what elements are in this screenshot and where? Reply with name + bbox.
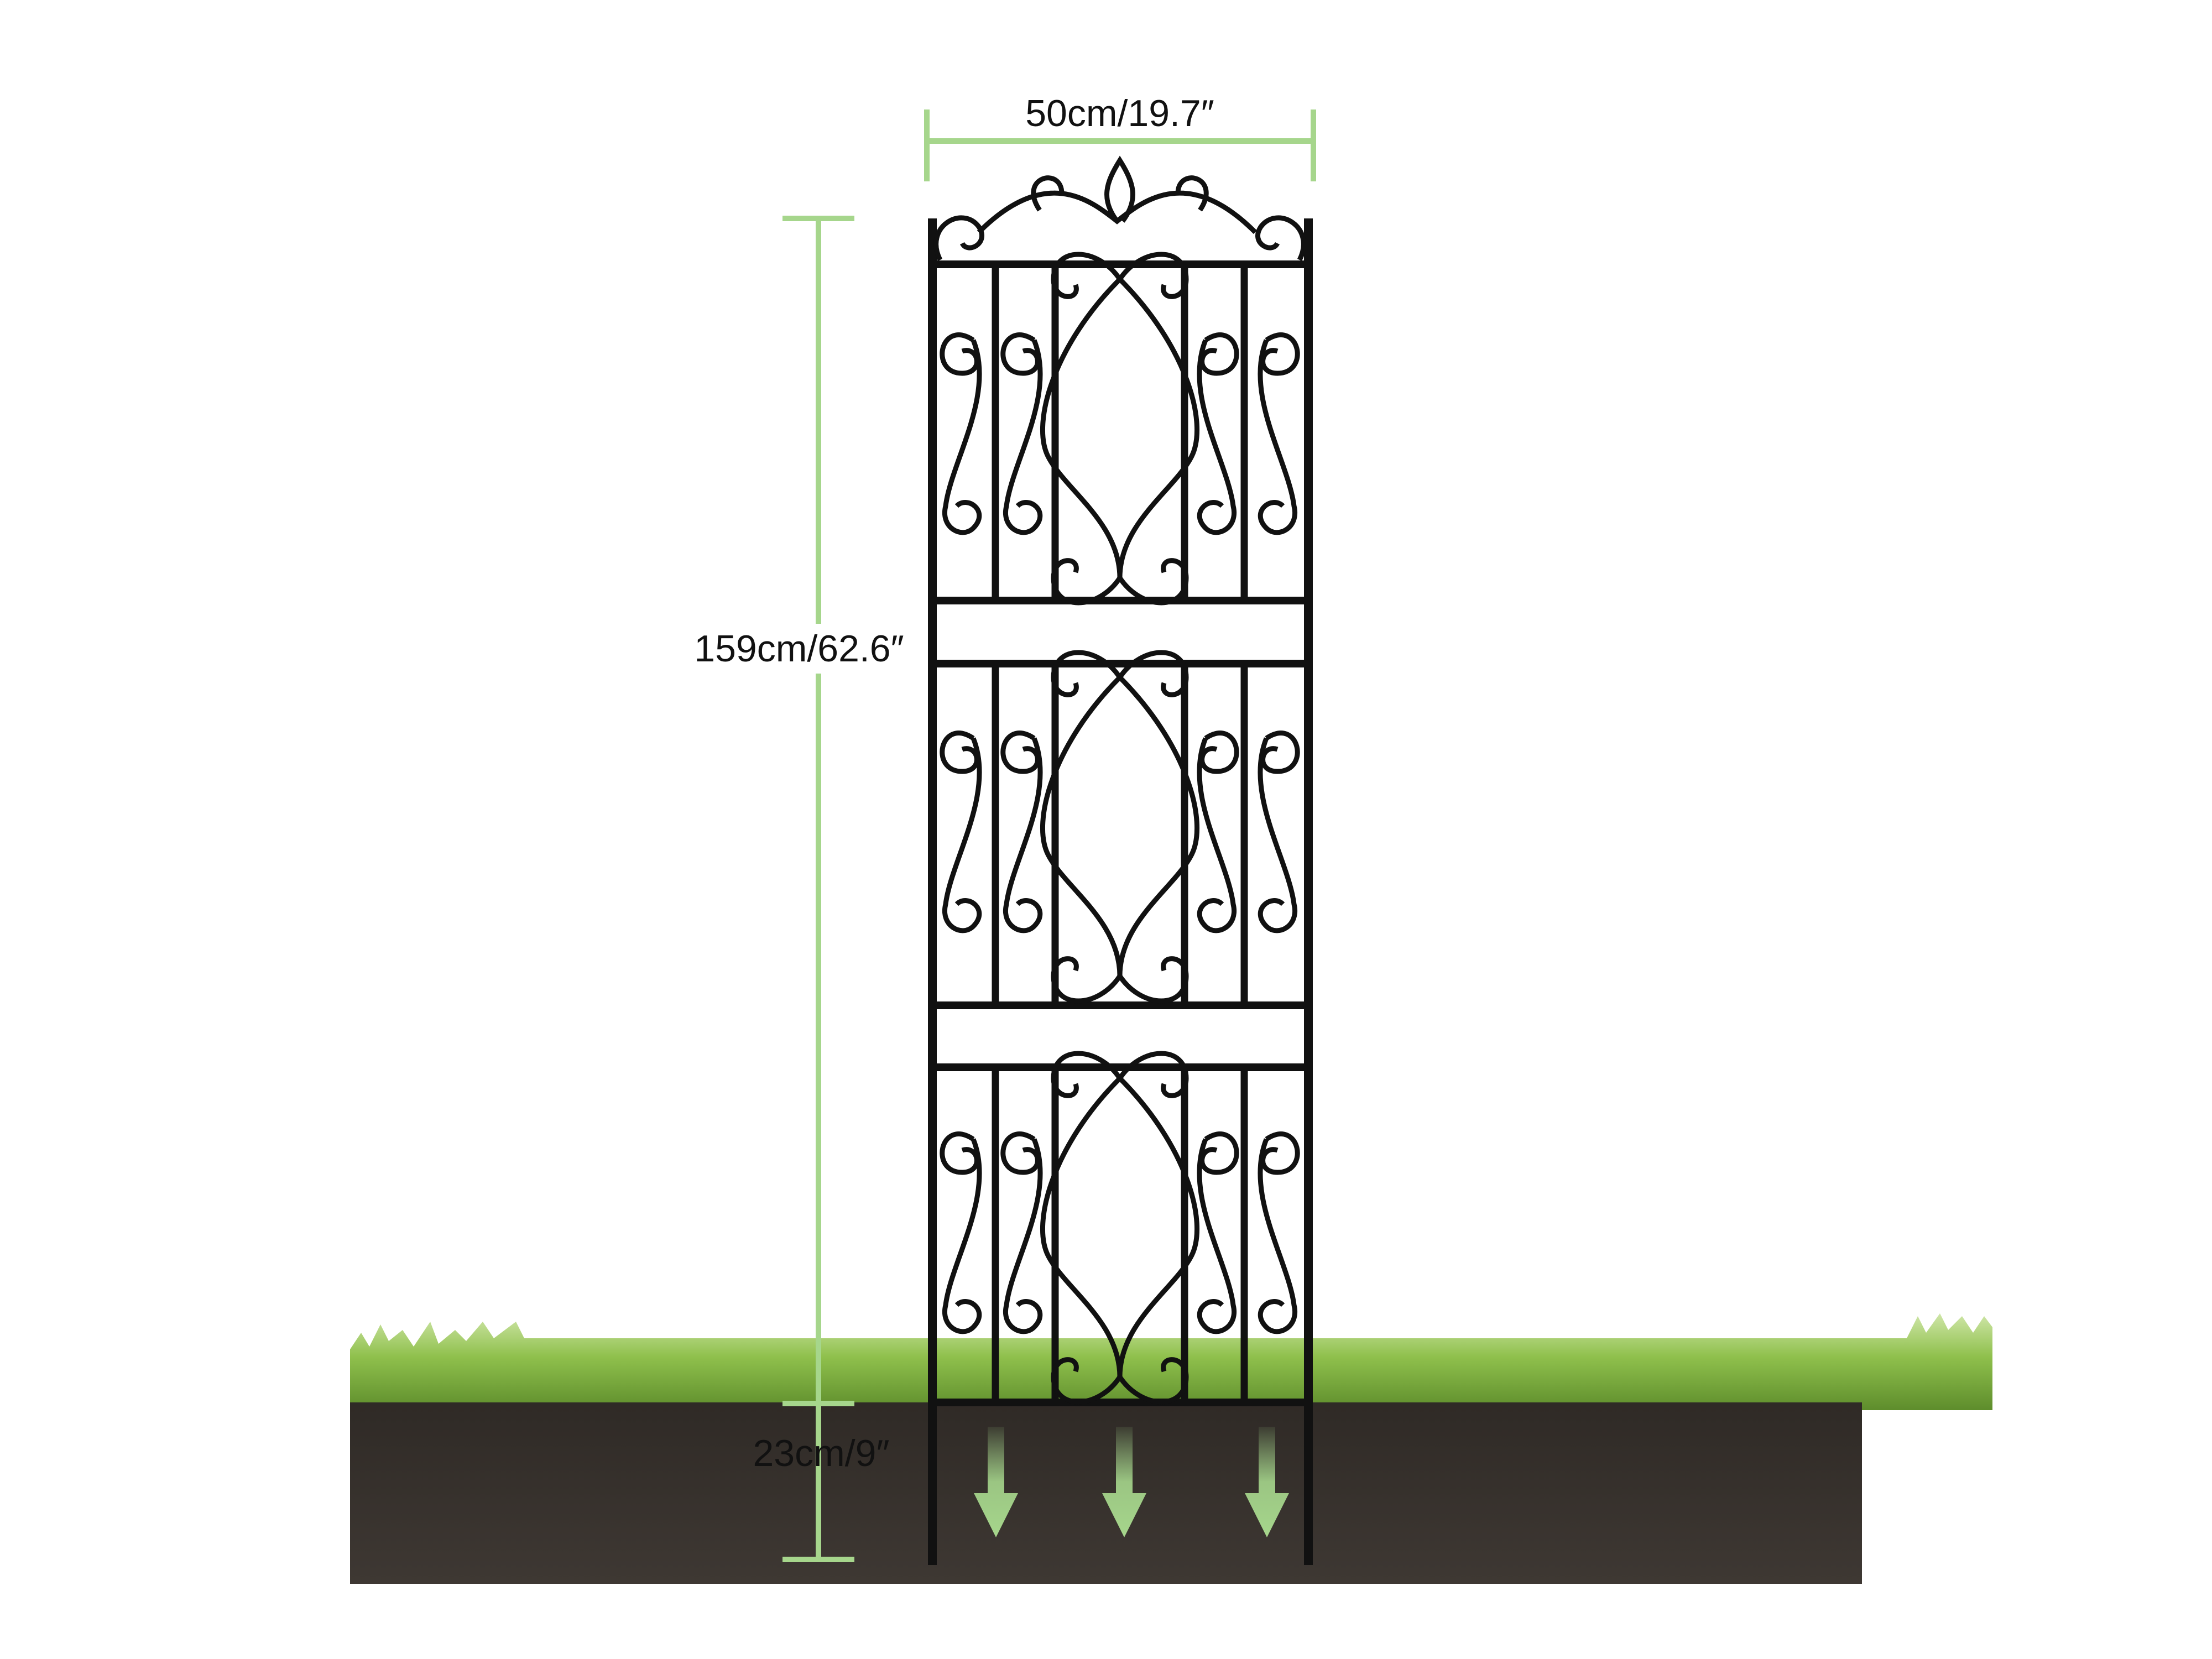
height-label: 159cm/62.6″ — [688, 624, 910, 674]
insert-arrows — [974, 1427, 1289, 1537]
fence-panel — [928, 155, 1313, 1565]
ground — [350, 1313, 1992, 1584]
down-arrow-icon — [1102, 1427, 1146, 1537]
down-arrow-icon — [1245, 1427, 1289, 1537]
width-label: 50cm/19.7″ — [1025, 92, 1214, 134]
down-arrow-icon — [974, 1427, 1018, 1537]
dimension-lines — [782, 109, 1316, 1562]
depth-label: 23cm/9″ — [753, 1432, 890, 1474]
